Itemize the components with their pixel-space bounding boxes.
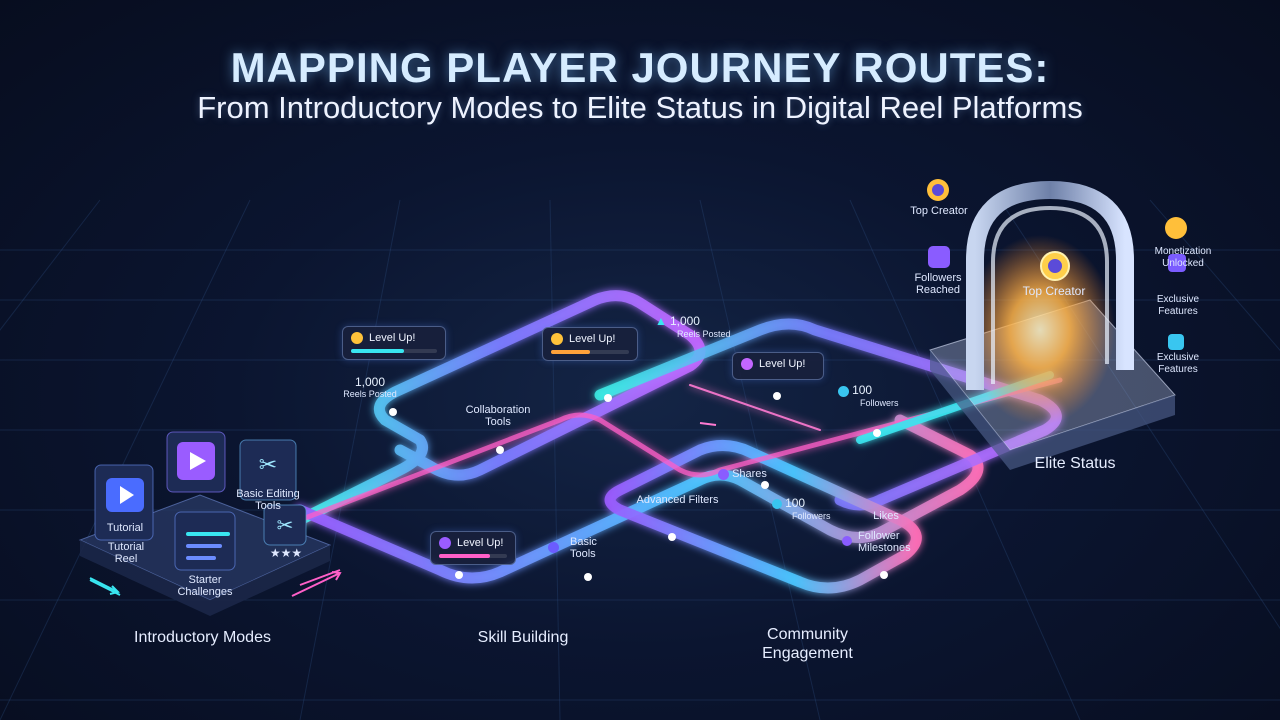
route-skill-lower <box>294 414 984 584</box>
follower-milestones-line1: Follower <box>858 530 900 542</box>
star-icon <box>351 332 363 344</box>
reels-posted-left-txt: Reels Posted <box>343 389 397 399</box>
follower-icon <box>838 385 849 397</box>
level-up-text: Level Up! <box>759 358 806 370</box>
basic-tools-line1: Basic <box>570 536 597 548</box>
level-up-pill-3: Level Up! <box>732 352 824 380</box>
monetization-line2: Unlocked <box>1162 258 1204 269</box>
title-line-2: From Introductory Modes to Elite Status … <box>197 90 1083 125</box>
stage-skill-building: Skill Building <box>477 629 569 646</box>
intro-cards: ✂ ✂ <box>94 431 307 571</box>
milestone-icon <box>842 536 852 546</box>
follower-milestones-line2: Milestones <box>858 542 911 554</box>
level-up-text: Level Up! <box>369 332 416 344</box>
tutorial-label: Tutorial <box>106 522 144 534</box>
svg-text:✂: ✂ <box>259 453 277 478</box>
stage-community-line2: Engagement <box>762 645 853 662</box>
route-to-elite <box>297 377 1063 523</box>
reels-posted-left-num: 1,000 <box>354 375 386 389</box>
followers-100-mid: 100 Followers <box>772 497 842 522</box>
star-icon <box>551 333 563 345</box>
shares-text: Shares <box>732 468 767 480</box>
level-progress-bar <box>439 554 507 558</box>
collaboration-tools: Collaboration Tools <box>458 404 538 428</box>
tools-icon <box>548 542 559 553</box>
level-progress-bar <box>551 350 629 354</box>
likes-label: Likes <box>873 510 899 522</box>
advanced-filters: Advanced Filters <box>636 494 719 506</box>
shares-label: Shares <box>718 468 788 480</box>
exclusive-1-line2: Features <box>1158 306 1198 317</box>
route-loop-left <box>294 290 706 526</box>
title-line-1: MAPPING PLAYER JOURNEY ROUTES: <box>230 44 1050 91</box>
follower-milestones: Follower Milestones <box>842 530 922 554</box>
basic-editing-line2: Tools <box>255 500 281 512</box>
svg-text:✂: ✂ <box>277 513 294 537</box>
stars-rating: ★★★ <box>269 546 303 560</box>
tutorial-reel-label: Tutorial Reel <box>98 541 154 565</box>
reels-posted-top-num: 1,000 <box>669 314 700 328</box>
tutorial-reel-line2: Reel <box>114 553 138 565</box>
monetization-unlocked: Monetization Unlocked <box>1150 246 1216 270</box>
followers-100-mid-num: 100 <box>785 496 806 510</box>
reels-posted-left: 1,000 Reels Posted <box>335 376 405 400</box>
triangle-icon: ▲ <box>655 314 667 328</box>
basic-editing-label: Basic Editing Tools <box>236 488 300 512</box>
starter-challenges-label: Starter Challenges <box>168 574 242 598</box>
level-up-pill-1: Level Up! <box>342 326 446 360</box>
followers-reached-line1: Followers <box>914 272 962 284</box>
starter-line1: Starter <box>188 574 222 586</box>
basic-tools: Basic Tools <box>548 536 608 560</box>
level-up-text: Level Up! <box>457 537 504 549</box>
level-up-text: Level Up! <box>569 333 616 345</box>
level-progress-bar <box>351 349 437 353</box>
level-up-pill-4: Level Up! <box>430 531 516 565</box>
follower-icon <box>772 499 782 510</box>
elite-arch <box>927 179 1187 470</box>
route-community <box>604 440 922 594</box>
exclusive-features-2: Exclusive Features <box>1148 352 1208 376</box>
level-up-pill-2: Level Up! <box>542 327 638 361</box>
collab-line2: Tools <box>485 416 511 428</box>
route-nodes <box>389 392 888 581</box>
route-pink-arrow <box>689 384 821 431</box>
direction-arrows <box>89 422 717 597</box>
starter-line2: Challenges <box>177 586 233 598</box>
stage-elite-status: Elite Status <box>1034 455 1116 472</box>
collab-line1: Collaboration <box>465 404 531 416</box>
stage-community-engagement: Community Engagement <box>730 625 885 663</box>
basic-tools-line2: Tools <box>570 548 596 560</box>
followers-100-top-num: 100 <box>852 383 873 397</box>
tutorial-reel-line1: Tutorial <box>107 541 145 553</box>
reels-posted-top: ▲ 1,000 Reels Posted <box>655 315 745 340</box>
stage-community-line1: Community <box>767 626 848 643</box>
exclusive-1-line1: Exclusive <box>1156 294 1200 305</box>
badge-icon <box>741 358 753 370</box>
stage-introductory-modes: Introductory Modes <box>134 629 271 646</box>
followers-100-mid-txt: Followers <box>792 511 831 521</box>
reels-posted-top-txt: Reels Posted <box>677 329 731 339</box>
followers-reached-line2: Reached <box>915 284 961 296</box>
share-icon <box>718 468 729 480</box>
exclusive-2-line1: Exclusive <box>1156 352 1200 363</box>
monetization-line1: Monetization <box>1154 246 1212 257</box>
exclusive-features-1: Exclusive Features <box>1148 294 1208 318</box>
followers-reached: Followers Reached <box>905 272 971 296</box>
top-creator-badge-label: Top Creator <box>910 205 968 217</box>
followers-100-top: 100 Followers <box>838 384 918 409</box>
followers-100-top-txt: Followers <box>860 398 899 408</box>
basic-editing-line1: Basic Editing <box>236 488 300 500</box>
top-creator-arch-label: Top Creator <box>1022 284 1086 298</box>
badge-icon <box>439 537 451 549</box>
exclusive-2-line2: Features <box>1158 364 1198 375</box>
